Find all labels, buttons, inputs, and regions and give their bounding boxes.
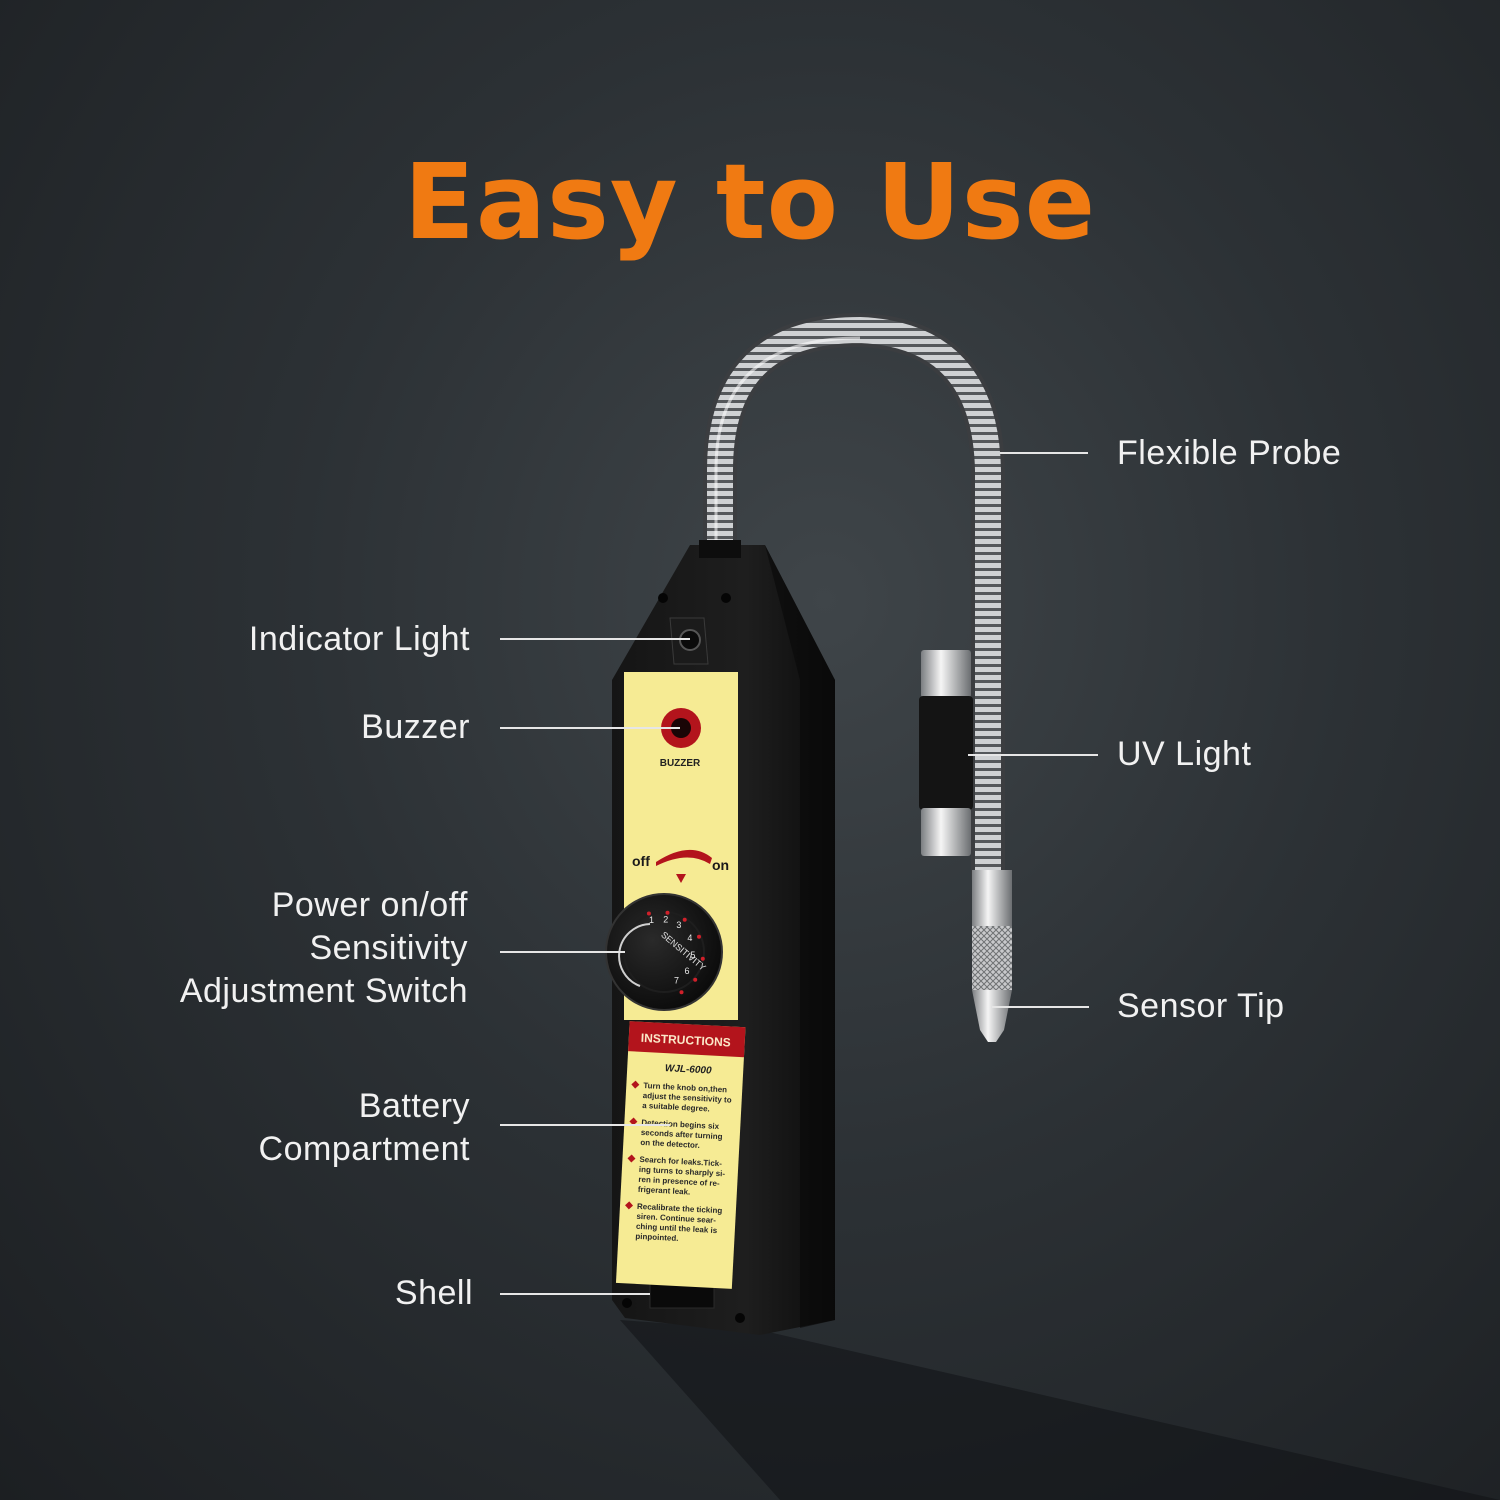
off-text: off bbox=[632, 853, 650, 869]
label-sensor-tip: Sensor Tip bbox=[1117, 987, 1285, 1025]
instruction-line: Recalibrate the ticking bbox=[637, 1202, 723, 1215]
knob-dot bbox=[679, 990, 684, 995]
knob-number: 3 bbox=[676, 920, 681, 930]
instruction-line: frigerant leak. bbox=[638, 1185, 691, 1197]
knob-dot bbox=[682, 917, 687, 922]
on-text: on bbox=[712, 857, 729, 873]
instruction-line: Turn the knob on,then bbox=[643, 1081, 727, 1094]
label-uv-light: UV Light bbox=[1117, 735, 1252, 773]
knob-number: 4 bbox=[687, 933, 692, 943]
instruction-bullet bbox=[625, 1201, 634, 1210]
instruction-line: siren. Continue sear- bbox=[636, 1212, 716, 1225]
leader-shell bbox=[500, 1293, 650, 1295]
label-battery: Battery Compartment bbox=[258, 1087, 470, 1168]
knob-dot bbox=[665, 910, 670, 915]
off-on-arc bbox=[656, 849, 712, 866]
knob-number: 1 bbox=[649, 915, 654, 925]
page-title: Easy to Use bbox=[403, 141, 1097, 263]
knob-number: 6 bbox=[684, 966, 689, 976]
knob-number: 5 bbox=[690, 950, 695, 960]
instruction-line: a suitable degree. bbox=[642, 1101, 710, 1114]
leader-power-switch bbox=[500, 951, 625, 953]
knob-dot bbox=[646, 911, 651, 916]
instruction-bullet bbox=[629, 1117, 638, 1126]
label-shell: Shell bbox=[394, 1274, 473, 1312]
leader-indicator-light bbox=[500, 638, 690, 640]
leader-flexible-probe bbox=[1000, 452, 1088, 454]
sensor-tip bbox=[972, 870, 1012, 1042]
leader-buzzer bbox=[500, 727, 680, 729]
instruction-line: seconds after turning bbox=[641, 1128, 723, 1141]
label-flexible-probe: Flexible Probe bbox=[1117, 434, 1342, 472]
knob-dot bbox=[700, 956, 705, 961]
instruction-line: Detection begins six bbox=[641, 1118, 720, 1131]
instruction-bullet bbox=[627, 1154, 636, 1163]
indicator-light bbox=[669, 617, 709, 665]
label-buzzer: Buzzer bbox=[361, 708, 470, 746]
buzzer-text: BUZZER bbox=[660, 758, 701, 769]
leader-battery bbox=[500, 1124, 670, 1126]
label-indicator-light: Indicator Light bbox=[248, 620, 470, 658]
instruction-line: ching until the leak is bbox=[636, 1222, 718, 1235]
instructions-header: INSTRUCTIONS bbox=[640, 1031, 731, 1050]
instruction-line: on the detector. bbox=[640, 1138, 700, 1150]
leader-uv-light bbox=[968, 754, 1098, 756]
device-shadow bbox=[620, 1320, 1500, 1500]
label-power-switch: Power on/off Sensitivity Adjustment Swit… bbox=[179, 886, 468, 1010]
instruction-line: pinpointed. bbox=[635, 1232, 679, 1243]
buzzer bbox=[661, 708, 701, 748]
knob-dot bbox=[693, 977, 698, 982]
instruction-line: ren in presence of re- bbox=[638, 1175, 720, 1188]
model-text: WJL-6000 bbox=[665, 1063, 713, 1076]
knob-number: 7 bbox=[674, 976, 679, 986]
pointer-arrow bbox=[676, 874, 686, 883]
leader-sensor-tip bbox=[992, 1006, 1089, 1008]
instructions-label: INSTRUCTIONS WJL-6000 Turn the knob on,t… bbox=[615, 1021, 746, 1289]
instruction-line: Search for leaks.Tick- bbox=[639, 1155, 722, 1168]
instruction-bullet bbox=[631, 1080, 640, 1089]
knob-number: 2 bbox=[663, 915, 668, 925]
uv-light bbox=[919, 650, 973, 856]
knob-dot bbox=[697, 934, 701, 939]
